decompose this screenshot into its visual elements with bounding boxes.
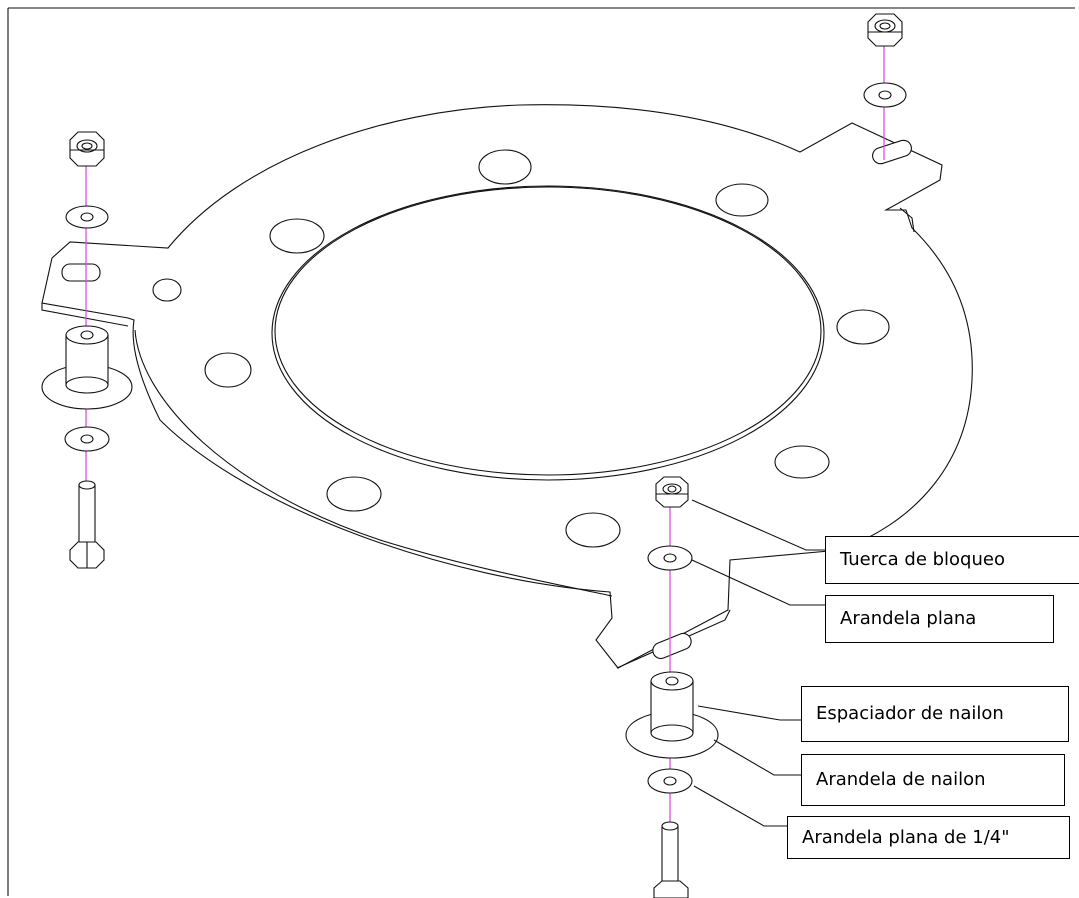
right-tab-slot xyxy=(872,139,912,165)
callout-label: Arandela plana xyxy=(840,608,977,629)
left-quarter-washer xyxy=(64,426,110,452)
callout-label: Tuerca de bloqueo xyxy=(840,549,1005,570)
center-lock-nut xyxy=(655,476,689,508)
center-bolt xyxy=(653,821,689,898)
frame-border xyxy=(7,7,1075,896)
left-flat-washer xyxy=(65,205,109,229)
center-hardware-stack xyxy=(625,476,719,898)
leader-lines xyxy=(691,499,826,827)
callout-label: Espaciador de nailon xyxy=(816,703,1004,724)
callout-nylon-spacer: Espaciador de nailon xyxy=(801,686,1069,742)
left-nylon-spacer xyxy=(41,325,133,410)
callout-nylon-washer: Arandela de nailon xyxy=(801,754,1065,806)
center-nylon-spacer xyxy=(625,671,719,759)
mounting-plate xyxy=(41,104,973,669)
right-hardware-stack xyxy=(863,13,907,160)
callout-quarter-inch-flat-washer: Arandela plana de 1/4" xyxy=(787,816,1070,859)
callout-lock-nut: Tuerca de bloqueo xyxy=(825,536,1079,584)
right-flat-washer xyxy=(863,82,907,108)
bolt-holes xyxy=(152,149,890,548)
right-lock-nut xyxy=(867,13,903,47)
center-flat-washer xyxy=(647,545,693,571)
bottom-tab-slot xyxy=(652,632,692,660)
left-lock-nut xyxy=(69,131,105,167)
center-quarter-washer xyxy=(647,768,693,794)
callout-label: Arandela plana de 1/4" xyxy=(802,826,1010,848)
callout-flat-washer: Arandela plana xyxy=(825,595,1054,643)
callout-label: Arandela de nailon xyxy=(816,769,986,790)
left-bolt xyxy=(69,480,105,569)
left-hardware-stack xyxy=(41,131,133,569)
left-tab-slot xyxy=(61,263,101,282)
